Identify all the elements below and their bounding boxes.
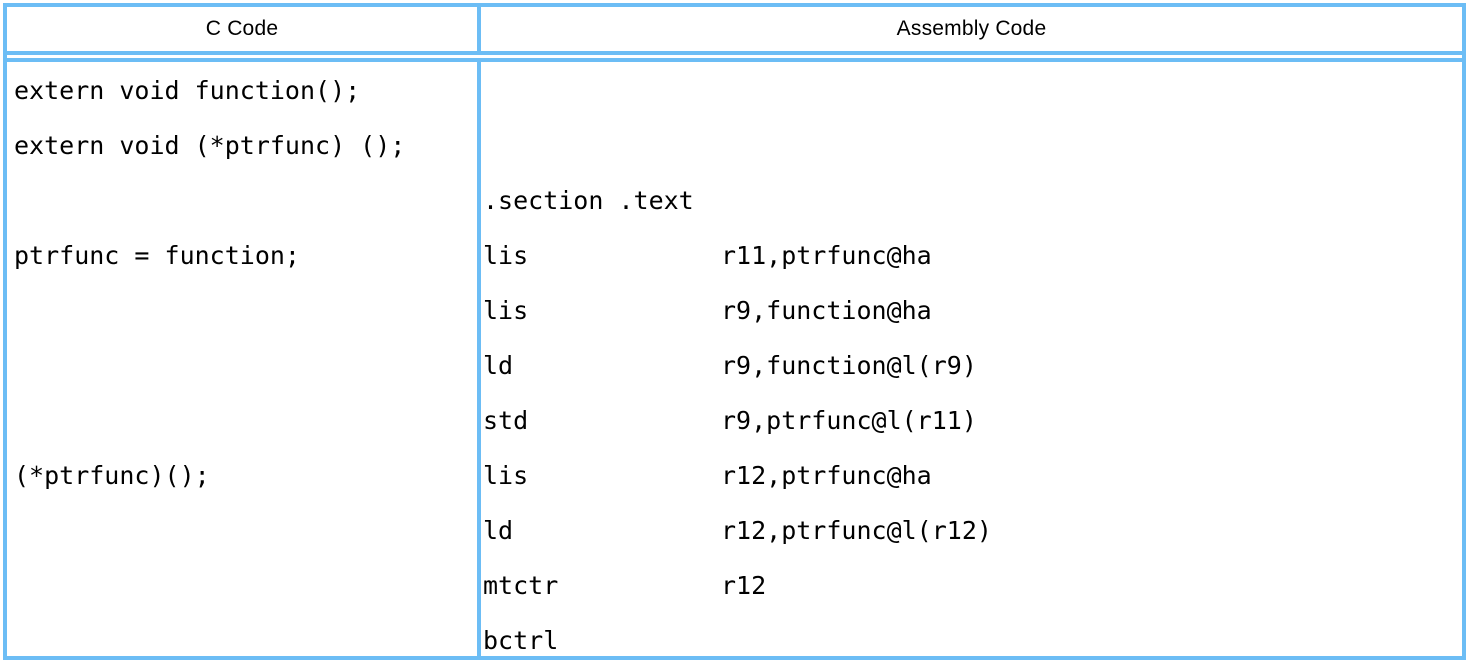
c-code-line: ptrfunc = function;	[14, 241, 300, 270]
assembly-mnemonic: lis	[483, 296, 529, 325]
assembly-code-line: ld r9,function@l(r9)	[483, 338, 1462, 393]
c-code-line	[14, 393, 477, 448]
c-code-listing: extern void function(); extern void (*ptr…	[7, 62, 477, 613]
assembly-operand: r12	[721, 571, 767, 600]
assembly-code-line: ld r12,ptrfunc@l(r12)	[483, 503, 1462, 558]
c-code-line	[14, 173, 477, 228]
c-code-line: (*ptrfunc)();	[14, 461, 210, 490]
assembly-mnemonic: std	[483, 406, 529, 435]
c-code-line	[14, 503, 477, 558]
assembly-code-line: std r9,ptrfunc@l(r11)	[483, 393, 1462, 448]
column-header-c-code: C Code	[7, 7, 481, 51]
header-rule-lower	[7, 58, 1462, 62]
assembly-code-listing: .section .text lis r11,ptrfunc@ha lis r9,fun…	[481, 62, 1462, 656]
assembly-operand: r12,ptrfunc@l(r12)	[721, 516, 992, 545]
assembly-code-line: lis r12,ptrfunc@ha	[483, 448, 1462, 503]
c-code-line	[14, 338, 477, 393]
assembly-code-line	[483, 118, 1462, 173]
assembly-mnemonic: mtctr	[483, 571, 559, 600]
assembly-code-line	[483, 63, 1462, 118]
assembly-mnemonic: .section .text	[483, 186, 694, 215]
assembly-mnemonic: lis	[483, 241, 529, 270]
assembly-code-line: lis r9,function@ha	[483, 283, 1462, 338]
table-header-row: C Code Assembly Code	[7, 7, 1462, 51]
c-code-line	[14, 558, 477, 613]
header-rule-upper	[7, 51, 1462, 55]
assembly-code-line: mtctr r12	[483, 558, 1462, 613]
c-code-line: extern void function();	[14, 76, 361, 105]
cell-assembly-code: .section .text lis r11,ptrfunc@ha lis r9,fun…	[481, 62, 1462, 656]
assembly-operand: r9,function@ha	[721, 296, 932, 325]
assembly-code-line: bctrl	[483, 613, 1462, 656]
c-code-line: extern void (*ptrfunc) ();	[14, 131, 406, 160]
c-code-line	[14, 283, 477, 338]
assembly-operand: r9,function@l(r9)	[721, 351, 977, 380]
assembly-code-line: lis r11,ptrfunc@ha	[483, 228, 1462, 283]
assembly-mnemonic: ld	[483, 516, 514, 545]
assembly-mnemonic: ld	[483, 351, 514, 380]
assembly-operand: r9,ptrfunc@l(r11)	[721, 406, 977, 435]
column-header-assembly-code: Assembly Code	[896, 17, 1047, 40]
assembly-operand: r11,ptrfunc@ha	[721, 241, 932, 270]
assembly-code-line: .section .text	[483, 173, 1462, 228]
cell-c-code: extern void function(); extern void (*ptr…	[7, 62, 481, 656]
assembly-mnemonic: lis	[483, 461, 529, 490]
code-comparison-table: C Code Assembly Code extern void functio…	[3, 3, 1466, 660]
assembly-mnemonic: bctrl	[483, 626, 559, 655]
table-body-row: extern void function(); extern void (*ptr…	[7, 62, 1462, 656]
assembly-operand: r12,ptrfunc@ha	[721, 461, 932, 490]
